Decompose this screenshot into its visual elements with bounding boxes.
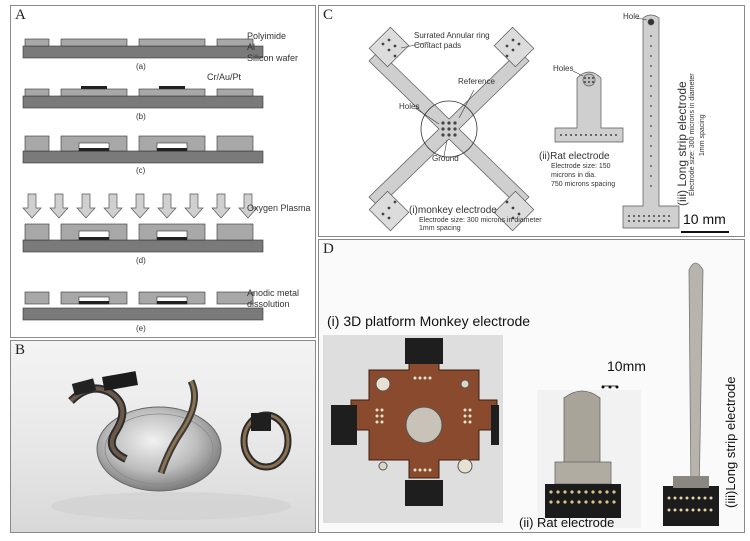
monkey-spec-line1: Electrode size: 300 microns in diameter [419,217,542,224]
layer-label-silicon: Silicon wafer [247,53,299,63]
step-label-e: (e) [136,324,146,333]
long-strip-title: (iii) Long strip electrode [675,81,689,206]
rat-spec-line3: 750 microns spacing [551,181,616,188]
rat-spec-line1: Electrode size: 150 [551,163,611,170]
rat-electrode-title: (ii)Rat electrode [539,151,610,162]
step-a-cross-section [22,38,264,59]
panel-d-label: D [323,241,334,257]
fabrication-process-diagram [22,38,264,321]
step-b-cross-section [22,86,264,109]
panel-a-label: A [15,7,26,23]
panel-c: C [318,5,745,237]
platform-board [331,338,499,506]
rat-holes-label: Holes [553,64,574,73]
ring-label-line1: Surrated Annular ring [414,31,490,40]
oxygen-plasma-arrows [22,193,258,219]
panel-d: D [318,239,745,533]
monkey-electrode-drawing [368,26,535,232]
panel-b-label: B [15,342,26,358]
metal-label: Cr/Au/Pt [207,72,242,82]
ring-label-line2: Contact pads [414,41,462,50]
panel-b: B [10,340,316,533]
layer-label-al: Al [247,42,256,52]
step-d-cross-section [22,223,264,253]
monkey-electrode-contacts [381,38,521,220]
layer-label-polyimide: Polyimide [247,31,287,41]
ground-label: Ground [432,154,459,163]
long-strip-electrode-drawing [622,14,680,229]
fabricated-electrodes-photo [323,262,719,528]
anodic-label-line1: Anodic metal [247,288,300,298]
long-strip-photo [663,262,719,526]
step-e-cross-section [22,291,264,321]
long-hole-label: Hole [623,12,640,21]
rat-electrode-photo [545,390,621,518]
scale-bar-d [601,385,619,389]
monkey-electrode-title: (i)monkey electrode [409,205,497,216]
panel-a: A [10,5,316,338]
electrode-layout-diagram [368,14,729,233]
step-label-b: (b) [136,112,146,121]
monkey-spec-line2: 1mm spacing [419,225,461,232]
platform-title: (i) 3D platform Monkey electrode [327,313,531,329]
reference-label: Reference [458,77,495,86]
scale-label-d: 10mm [607,358,646,374]
rat-electrode-drawing [554,71,624,143]
holes-label: Holes [399,102,420,111]
rat-photo-title: (ii) Rat electrode [519,515,615,530]
platform-pins [375,376,472,472]
long-strip-photo-title: (iii)Long strip electrode [723,376,738,508]
long-spec-line2: 1mm spacing [699,114,706,156]
oxygen-plasma-label: Oxygen Plasma [247,203,311,213]
step-label-c: (c) [136,166,146,175]
step-label-d: (d) [136,256,146,265]
long-spec-line1: Electrode size: 300 microns in diameter [689,73,696,196]
electrodes-on-coin-photo [51,371,292,520]
panel-c-label: C [323,7,334,23]
step-c-cross-section [22,135,264,164]
step-label-a: (a) [136,62,146,71]
anodic-label-line2: dissolution [247,299,290,309]
coin [96,406,222,492]
rat-spec-line2: microns in dia. [551,172,597,179]
scale-label-c: 10 mm [683,211,726,227]
